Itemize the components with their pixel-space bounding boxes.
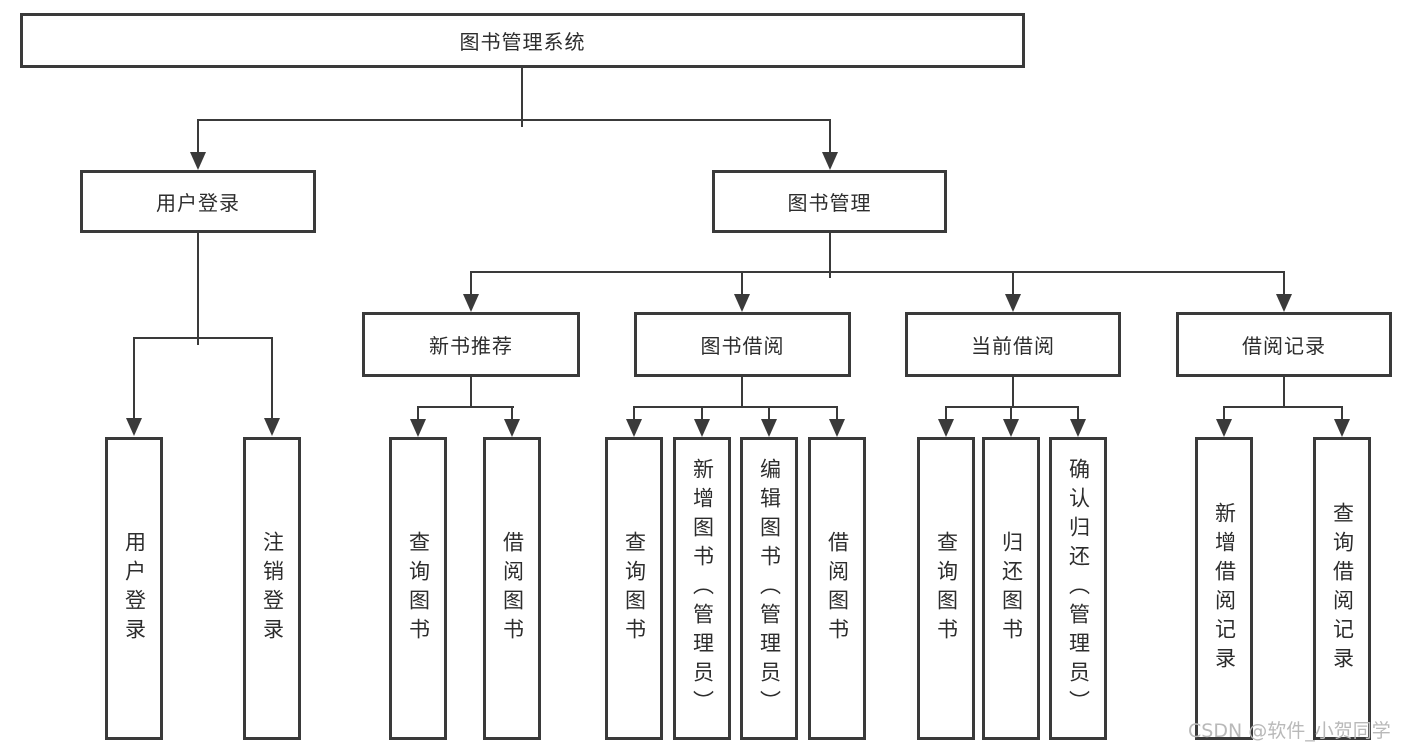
arrowhead-down-icon [761,419,777,437]
node-new-book-recommend: 新书推荐 [362,312,580,377]
connector-line [511,406,513,420]
node-leaf-confirm-return-admin: 确认归还（管理员） [1049,437,1107,740]
connector-line [701,406,703,420]
arrowhead-down-icon [829,419,845,437]
arrowhead-down-icon [938,419,954,437]
node-leaf-return-books: 归还图书 [982,437,1040,740]
connector-line [271,337,273,419]
connector-line [741,377,743,408]
connector-line [197,119,199,153]
arrowhead-down-icon [1334,419,1350,437]
arrowhead-down-icon [264,418,280,436]
node-leaf-query-books: 查询图书 [917,437,975,740]
node-leaf-query-books: 查询图书 [605,437,663,740]
arrowhead-down-icon [1005,294,1021,312]
node-book-borrow: 图书借阅 [634,312,851,377]
connector-line [197,233,199,345]
arrowhead-down-icon [1276,294,1292,312]
node-current-borrow: 当前借阅 [905,312,1121,377]
arrowhead-down-icon [463,294,479,312]
arrowhead-down-icon [126,418,142,436]
node-leaf-borrow-books: 借阅图书 [483,437,541,740]
arrowhead-down-icon [410,419,426,437]
connector-line [133,337,273,339]
connector-line [829,119,831,153]
connector-line [829,233,831,278]
node-leaf-logout: 注销登录 [243,437,301,740]
connector-line [768,406,770,420]
connector-line [521,68,523,127]
node-leaf-user-login: 用户登录 [105,437,163,740]
connector-line [470,271,472,295]
node-borrow-record: 借阅记录 [1176,312,1392,377]
node-leaf-edit-books-admin: 编辑图书（管理员） [740,437,798,740]
node-leaf-add-borrow-record: 新增借阅记录 [1195,437,1253,740]
arrowhead-down-icon [626,419,642,437]
connector-line [1012,377,1014,408]
connector-line [1012,271,1014,295]
node-leaf-query-books: 查询图书 [389,437,447,740]
arrowhead-down-icon [822,152,838,170]
arrowhead-down-icon [1216,419,1232,437]
node-leaf-query-borrow-record: 查询借阅记录 [1313,437,1371,740]
connector-line [197,119,831,121]
arrowhead-down-icon [734,294,750,312]
connector-line [633,406,838,408]
node-leaf-add-books-admin: 新增图书（管理员） [673,437,731,740]
connector-line [741,271,743,295]
connector-line [1010,406,1012,420]
connector-line [1283,271,1285,295]
connector-line [633,406,635,420]
arrowhead-down-icon [1070,419,1086,437]
node-user-login-branch: 用户登录 [80,170,316,233]
connector-line [417,406,514,408]
arrowhead-down-icon [694,419,710,437]
csdn-watermark: CSDN @软件_小贺同学 [1188,720,1391,742]
connector-line [1341,406,1343,420]
arrowhead-down-icon [190,152,206,170]
connector-line [417,406,419,420]
node-book-management-branch: 图书管理 [712,170,947,233]
connector-line [1283,377,1285,408]
node-leaf-borrow-books: 借阅图书 [808,437,866,740]
connector-line [945,406,947,420]
connector-line [470,377,472,408]
arrowhead-down-icon [1003,419,1019,437]
connector-line [470,271,1285,273]
connector-line [133,337,135,419]
connector-line [945,406,1079,408]
node-book-management-system: 图书管理系统 [20,13,1025,68]
arrowhead-down-icon [504,419,520,437]
connector-line [1223,406,1225,420]
connector-line [836,406,838,420]
connector-line [1077,406,1079,420]
connector-line [1223,406,1343,408]
